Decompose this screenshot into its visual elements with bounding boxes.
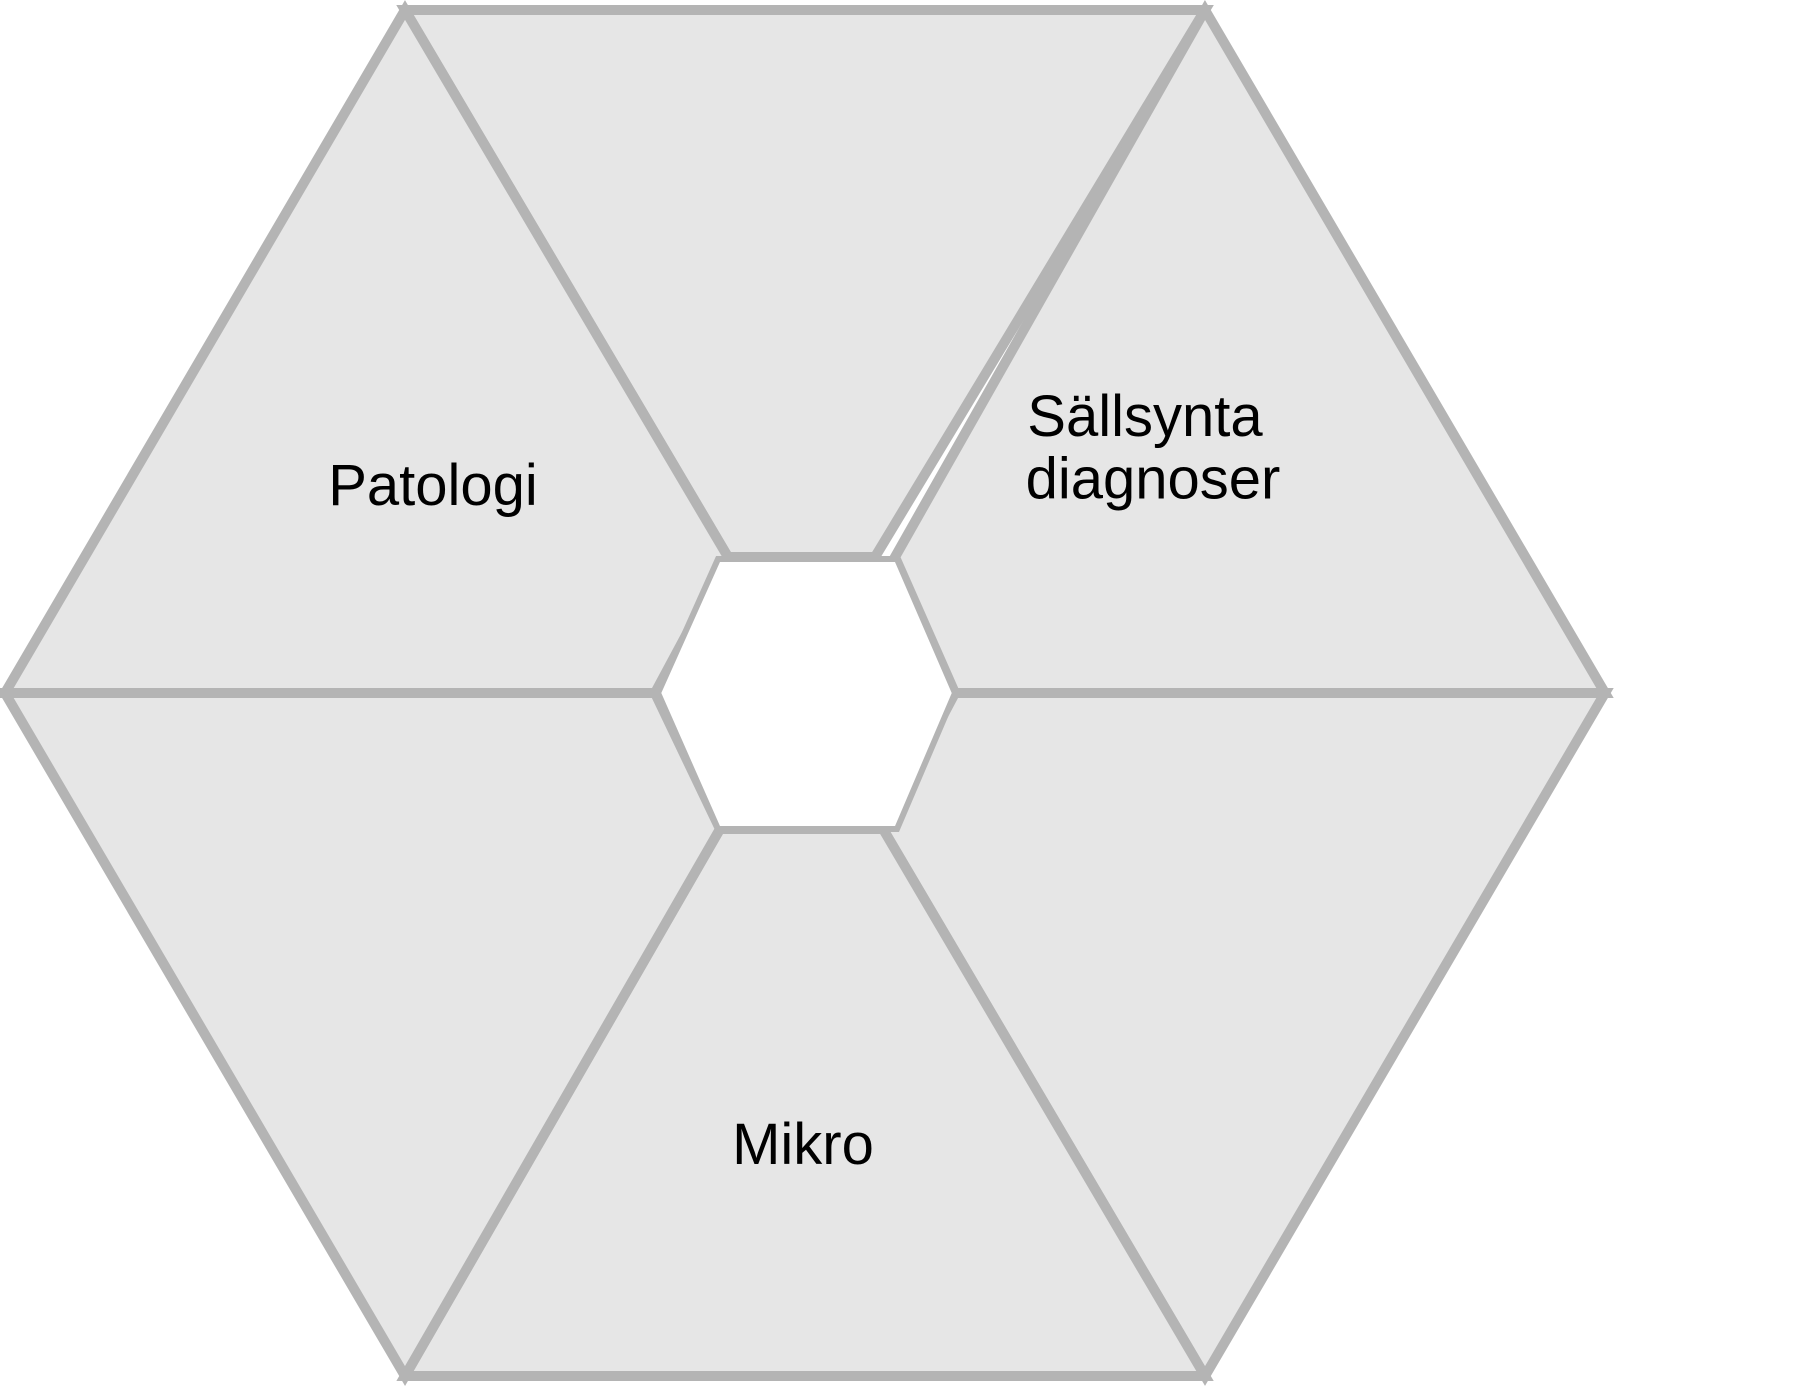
label-line: Patologi [328,453,538,518]
segment-top-right: Sällsynta diagnoser [889,0,1614,698]
label-line: Sällsynta [1027,384,1263,449]
segment-label-mikro: Mikro [732,1112,874,1177]
label-line: Mikro [732,1112,874,1177]
center-hexagon [654,556,959,832]
segment-label-sallsynta: Sällsynta diagnoser [1026,384,1281,512]
segment-label-patologi: Patologi [328,453,538,518]
label-line: diagnoser [1026,447,1281,512]
